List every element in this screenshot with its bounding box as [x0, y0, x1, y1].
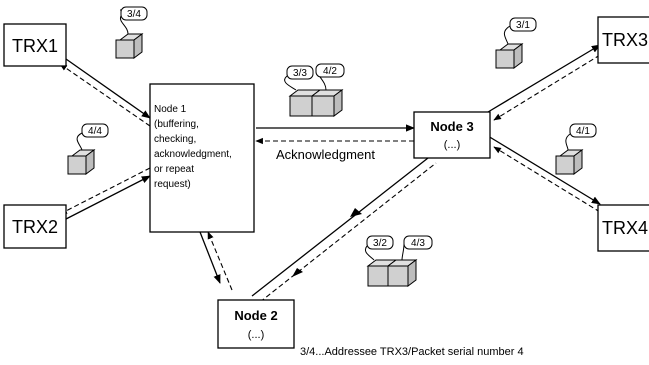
trx2-label: TRX2 [12, 217, 58, 237]
link-trx2-node1 [59, 167, 151, 220]
node2-title: Node 2 [234, 308, 277, 323]
packet-3-1: 3/1 [495, 17, 537, 69]
packet-3-3-label: 3/3 [293, 68, 307, 79]
link-node3-trx3 [487, 44, 601, 121]
packet-4-1: 4/1 [555, 123, 597, 175]
node2-subtitle: (...) [248, 329, 265, 341]
trx1-label: TRX1 [12, 36, 58, 56]
node1-line-4: or repeat [154, 164, 194, 175]
packet-3-1-label: 3/1 [516, 20, 530, 31]
node3-box: Node 3 (...) [413, 111, 491, 159]
packet-3-2-label: 3/2 [373, 238, 387, 249]
node1-line-1: (buffering, [154, 119, 199, 130]
packet-4-4: 4/4 [67, 123, 109, 175]
trx4-label: TRX4 [602, 218, 648, 238]
acknowledgment-label: Acknowledgment [276, 147, 375, 162]
packet-3-2: 3/2 [364, 235, 398, 287]
trx4-box: TRX4 [597, 204, 649, 252]
trx1-box: TRX1 [3, 23, 67, 67]
node1-line-2: checking, [154, 134, 196, 145]
trx3-label: TRX3 [602, 30, 648, 50]
link-node2-node3 [251, 157, 437, 303]
packet-4-2-label: 4/2 [323, 66, 337, 77]
node1-box: Node 1 (buffering, checking, acknowledgm… [149, 83, 255, 233]
packet-4-3: 4/3 [386, 235, 433, 287]
node1-title: Node 1 [154, 104, 187, 115]
packet-4-2: 4/2 [310, 63, 345, 117]
packet-4-4-label: 4/4 [88, 126, 102, 137]
node3-title: Node 3 [430, 119, 473, 134]
node1-line-5: request) [154, 179, 191, 190]
packet-4-3-label: 4/3 [411, 238, 425, 249]
packet-3-3: 3/3 [284, 65, 322, 117]
link-node3-trx4 [487, 135, 601, 213]
legend-text: 3/4...Addressee TRX3/Packet serial numbe… [300, 346, 524, 358]
packet-3-4: 3/4 [115, 6, 148, 59]
link-trx1-node1 [59, 58, 151, 127]
node2-box: Node 2 (...) [217, 299, 295, 349]
node3-subtitle: (...) [444, 139, 461, 151]
link-node1-node3 [255, 124, 415, 145]
packet-4-1-label: 4/1 [576, 126, 590, 137]
node1-line-3: acknowledgment, [154, 149, 232, 160]
packet-3-4-label: 3/4 [127, 9, 141, 20]
trx2-box: TRX2 [3, 204, 67, 249]
trx3-box: TRX3 [597, 16, 649, 64]
link-node1-node2 [199, 231, 233, 291]
